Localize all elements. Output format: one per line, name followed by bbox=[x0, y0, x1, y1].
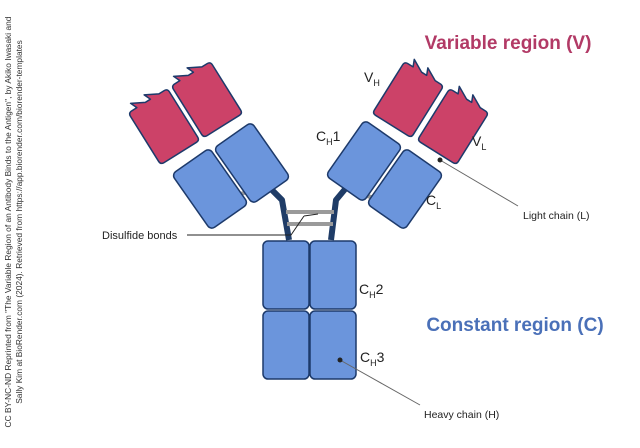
cl-label: CL bbox=[426, 192, 441, 211]
credit-line-2: Sally Kim at BioRender.com (2024). Retri… bbox=[13, 40, 24, 404]
constant-region-title: Constant region (C) bbox=[426, 315, 603, 336]
light-chain-label: Light chain (L) bbox=[523, 210, 590, 222]
credit-text: CC BY-NC-ND Reprinted from "The Variable… bbox=[3, 4, 24, 440]
disulfide-leader bbox=[187, 215, 305, 236]
light-chain-leader bbox=[439, 159, 519, 207]
left-ch3-domain bbox=[262, 310, 310, 380]
heavy-chain-leader bbox=[339, 359, 421, 406]
ch3-label: CH3 bbox=[360, 349, 385, 368]
disulfide-bonds bbox=[286, 210, 334, 226]
heavy-chain-label: Heavy chain (H) bbox=[424, 409, 499, 421]
disulfide-bonds-label: Disulfide bonds bbox=[102, 230, 178, 242]
right-ch2-domain bbox=[309, 240, 357, 310]
left-hinge bbox=[267, 185, 292, 241]
right-ch3-domain bbox=[309, 310, 357, 380]
left-ch2-domain bbox=[262, 240, 310, 310]
ch1-label: CH1 bbox=[316, 128, 341, 147]
credit-line-1: CC BY-NC-ND Reprinted from "The Variable… bbox=[3, 16, 13, 428]
vl-label: VL bbox=[472, 133, 486, 152]
variable-region-title: Variable region (V) bbox=[425, 33, 592, 54]
ch2-label: CH2 bbox=[359, 281, 384, 300]
vh-label: VH bbox=[364, 69, 380, 88]
right-hinge bbox=[328, 186, 349, 241]
